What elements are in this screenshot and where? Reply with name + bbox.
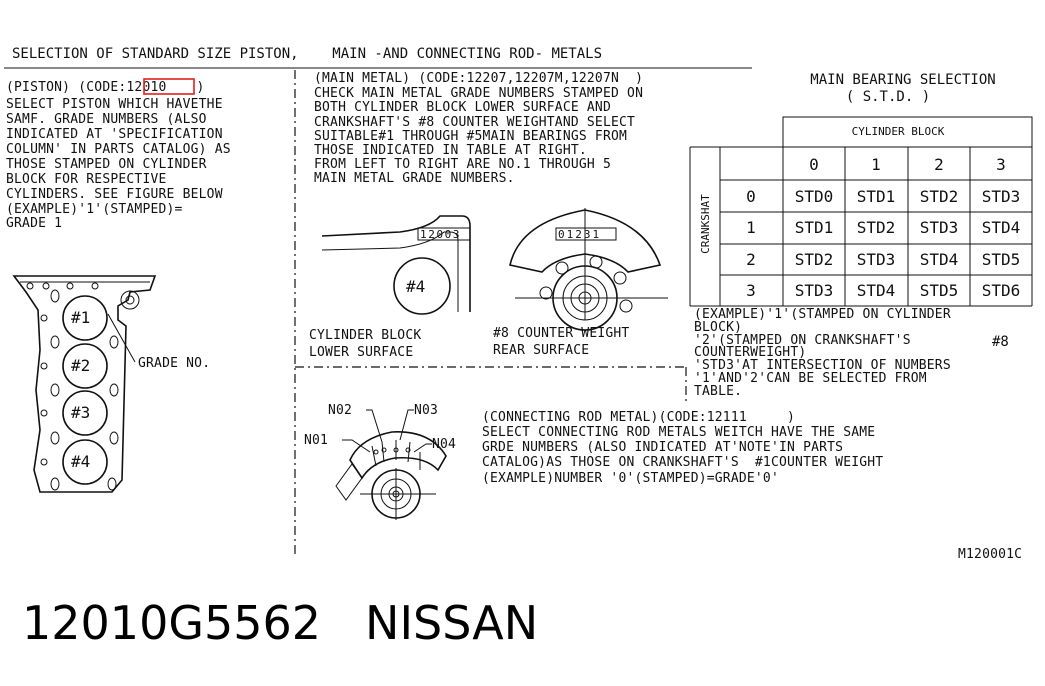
rod-line: GRDE NUMBERS (ALSO INDICATED AT'NOTE'IN … [482,440,843,455]
piston-line: BLOCK FOR RESPECTIVE [6,172,167,187]
main-metal-line: MAIN METAL GRADE NUMBERS. [314,171,515,186]
example-line: COUNTERWEIGHT) [694,345,806,360]
table-cell: STD3 [857,250,896,269]
piston-section: (PISTON) (CODE:12010) SELECT PISTON WHIC… [6,78,231,493]
bore-label: #3 [71,403,90,422]
piston-line: INDICATED AT 'SPECIFICATION [6,127,223,142]
table-cell: STD0 [795,187,834,206]
piston-code-suffix: ) [197,80,205,95]
main-metal-line: CHECK MAIN METAL GRADE NUMBERS STAMPED O… [314,86,643,101]
rod-line: (EXAMPLE)NUMBER '0'(STAMPED)=GRADE'0' [482,471,779,486]
table-cell: STD6 [982,281,1021,300]
piston-code-line: (PISTON) (CODE:12010) [6,80,205,95]
part-footer: 12010G5562 NISSAN [22,596,582,650]
rod-line: CATALOG)AS THOSE ON CRANKSHAFT'S #1COUNT… [482,455,883,470]
bore-label: #2 [71,356,90,375]
bore-2 [62,343,108,389]
rod-label-n01: N01 [304,433,328,448]
main-metal-line: SUITABLE#1 THROUGH #5MAIN BEARINGS FROM [314,129,627,144]
block-hole [393,257,451,315]
piston-line: GRADE 1 [6,216,62,231]
table-cell: STD1 [795,218,834,237]
col-header: CYLINDER BLOCK [852,125,945,138]
row-header: CRANKSHAT [699,194,712,254]
piston-code-highlight-box [143,78,195,95]
table-cell: STD1 [857,187,896,206]
table-cell: STD2 [857,218,896,237]
table-cell: STD4 [982,218,1021,237]
part-number: 12010G5562 [22,596,322,650]
cylinder-block-lower-drawing: #4 12003 [321,215,471,315]
piston-line: CYLINDERS. SEE FIGURE BELOW [6,187,223,202]
brand-name: NISSAN [365,596,539,650]
example-mark: #8 [992,334,1009,350]
rod-label-n04: N04 [432,437,456,452]
bore-3 [62,390,108,436]
table-cell: STD3 [920,218,959,237]
piston-code-highlight: 12010 [126,80,166,95]
piston-code-prefix: (PISTON) (CODE: [6,80,126,95]
crank-caption: REAR SURFACE [493,343,589,358]
crank-stamp: 01231 [558,228,601,241]
table-cell: STD4 [920,250,959,269]
piston-line: COLUMN' IN PARTS CATALOG) AS [6,142,231,157]
bore-1 [62,295,108,341]
main-metal-line: FROM LEFT TO RIGHT ARE NO.1 THROUGH 5 [314,157,611,172]
bore-4 [62,439,108,485]
col-key: 1 [871,155,881,174]
bore-label: #4 [71,452,90,471]
crank-caption: #8 COUNTER WEIGHT [493,326,629,341]
rod-line: SELECT CONNECTING ROD METALS WEITCH HAVE… [482,425,875,440]
example-line: 'STD3'AT INTERSECTION OF NUMBERS [694,358,951,373]
col-key: 3 [996,155,1006,174]
drawing-id: M120001C [958,547,1022,562]
main-metal-line: CRANKSHAFT'S #8 COUNTER WEIGHTAND SELECT [314,115,635,130]
block-hole-label: #4 [406,277,425,296]
counter-weight-drawing: 01231 [509,208,668,331]
row-key: 0 [746,187,756,206]
table-cell: STD2 [795,250,834,269]
row-key: 3 [746,281,756,300]
rod-label-n03: N03 [414,403,438,418]
bore-label: #1 [71,308,90,327]
table-cell: STD2 [920,187,959,206]
example-line: '2'(STAMPED ON CRANKSHAFT'S [694,333,911,348]
example-line: (EXAMPLE)'1'(STAMPED ON CYLINDER [694,307,951,322]
table-cell: STD5 [920,281,959,300]
piston-line: (EXAMPLE)'1'(STAMPED)= [6,202,183,217]
example-line: '1'AND'2'CAN BE SELECTED FROM [694,371,927,386]
block-caption: CYLINDER BLOCK [309,328,421,343]
row-key: 1 [746,218,756,237]
rod-drawing [335,409,447,520]
table-cell: STD4 [857,281,896,300]
main-metal-section: (MAIN METAL) (CODE:12207,12207M,12207N )… [309,71,668,360]
main-metal-line: THOSE INDICATED IN TABLE AT RIGHT. [314,143,587,158]
row-key: 2 [746,250,756,269]
table-title: MAIN BEARING SELECTION [810,72,995,88]
main-metal-line: (MAIN METAL) (CODE:12207,12207M,12207N ) [314,71,643,86]
block-caption: LOWER SURFACE [309,345,413,360]
table-subtitle: ( S.T.D. ) [846,89,930,105]
cylinder-block-drawing: #1 #2 #3 #4 [12,275,157,493]
main-metal-line: BOTH CYLINDER BLOCK LOWER SURFACE AND [314,100,611,115]
rod-line: (CONNECTING ROD METAL)(CODE:12111 ) [482,410,795,425]
connecting-rod-section: N02 N03 N01 N04 (CONNECTING ROD METAL)(C… [304,403,883,520]
col-key: 2 [934,155,944,174]
piston-line: THOSE STAMPED ON CYLINDER [6,157,207,172]
block-stamp: 12003 [420,228,461,241]
table-cell: STD5 [982,250,1021,269]
piston-line: SELECT PISTON WHICH HAVETHE [6,97,223,112]
page-title: SELECTION OF STANDARD SIZE PISTON, MAIN … [12,46,602,62]
rod-label-n02: N02 [328,403,352,418]
grade-leader [107,313,136,363]
main-bearing-table: MAIN BEARING SELECTION ( S.T.D. ) CYLIND… [689,72,1033,399]
col-key: 0 [809,155,819,174]
example-line: BLOCK) [694,320,742,335]
table-cell: STD3 [795,281,834,300]
table-cell: STD3 [982,187,1021,206]
piston-line: SAMF. GRADE NUMBERS (ALSO [6,112,207,127]
grade-no-label: GRADE NO. [138,356,210,371]
example-line: TABLE. [694,384,742,399]
